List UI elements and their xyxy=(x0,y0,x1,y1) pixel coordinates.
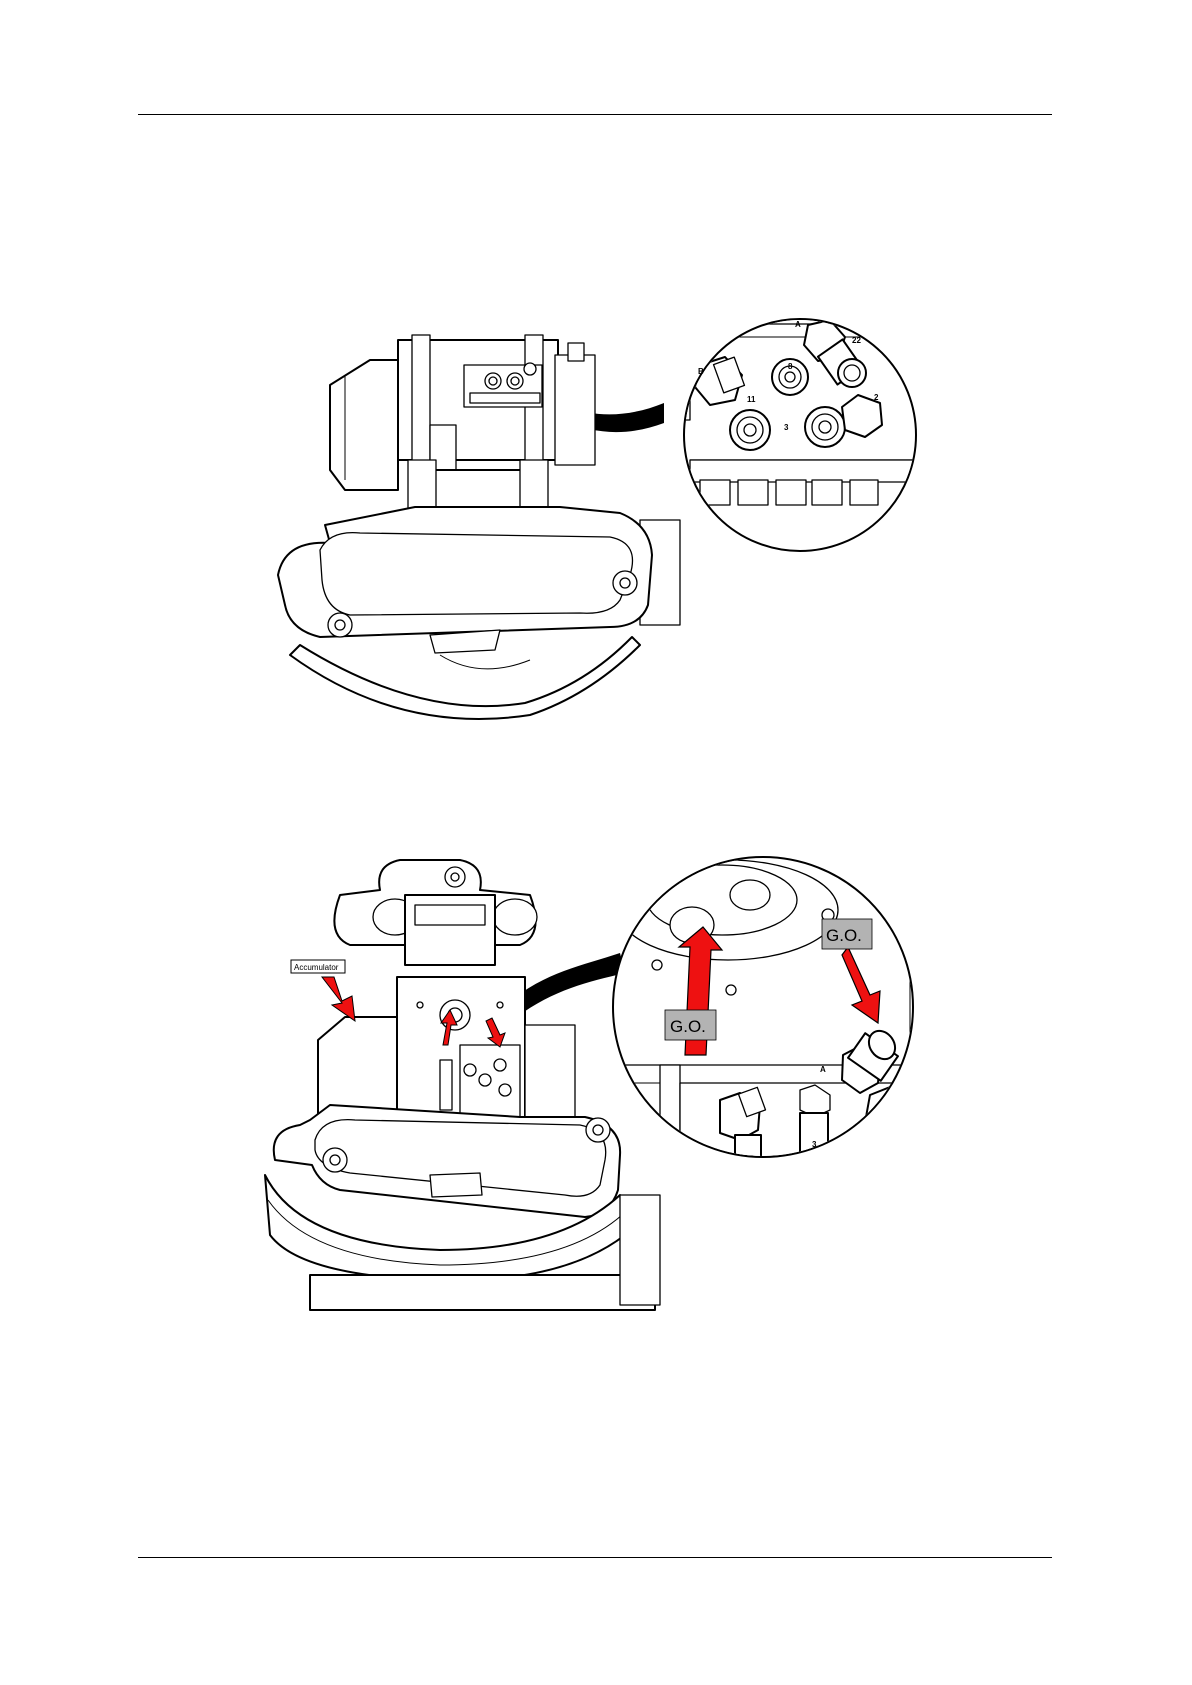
callout-3: 3 xyxy=(812,1140,817,1149)
go-label-left: G.O. xyxy=(670,1017,706,1036)
base-plate xyxy=(310,1275,655,1310)
callout-b: B xyxy=(698,367,704,376)
figure-1-hydraulic-ports: A 22 B 8 11 2 3 xyxy=(0,275,1192,735)
figure-2-gauge-outlets: Accumulator xyxy=(0,855,1192,1325)
detail-magnifier: G.O. G.O. A 3 xyxy=(600,857,920,1175)
callout-8: 8 xyxy=(788,362,793,371)
callout-2: 2 xyxy=(874,393,879,402)
detail-magnifier: A 22 B 8 11 2 3 xyxy=(676,310,940,551)
accumulator-housing xyxy=(330,360,398,490)
accumulator-arrow xyxy=(322,977,355,1021)
callout-a: A xyxy=(795,320,801,329)
side-plate xyxy=(555,355,595,465)
footer-rule xyxy=(138,1557,1052,1558)
figure-2-svg: Accumulator xyxy=(0,855,1192,1325)
callout-11: 11 xyxy=(747,395,756,404)
callout-22: 22 xyxy=(852,336,861,345)
left-post xyxy=(412,335,430,470)
callout-3: 3 xyxy=(784,423,789,432)
header-rule xyxy=(138,114,1052,115)
go-label-right: G.O. xyxy=(826,926,862,945)
figure-1-svg: A 22 B 8 11 2 3 xyxy=(0,275,1192,735)
accumulator-label: Accumulator xyxy=(294,963,339,972)
callout-a: A xyxy=(820,1065,826,1074)
